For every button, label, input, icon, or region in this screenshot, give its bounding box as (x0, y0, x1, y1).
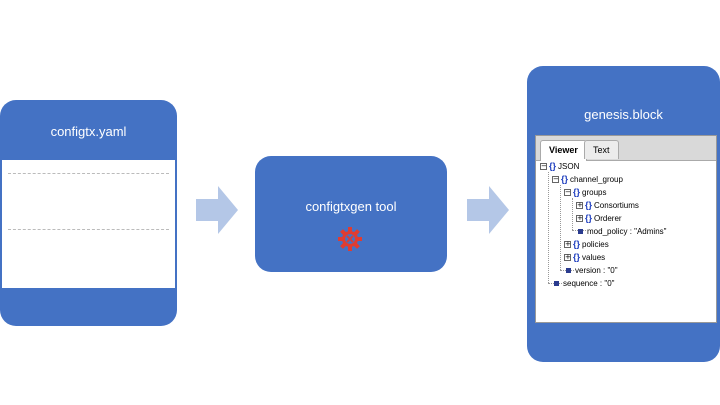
configtx-yaml-card: configtx.yaml (0, 100, 177, 326)
expand-icon[interactable]: + (576, 214, 583, 223)
tree-node-version[interactable]: version : "0" (566, 264, 618, 277)
tree-node-values[interactable]: +{}values (564, 252, 606, 262)
tree-node-channel-group[interactable]: −{}channel_group (552, 174, 623, 184)
object-icon: {} (585, 213, 593, 223)
expand-icon[interactable]: + (576, 201, 583, 210)
value-icon (578, 229, 583, 235)
object-icon: {} (561, 174, 569, 184)
configtxgen-tool-card: configtxgen tool (255, 156, 447, 272)
flow-arrow-1 (196, 186, 238, 234)
object-icon: {} (573, 187, 581, 197)
collapse-icon[interactable]: − (552, 175, 559, 184)
object-icon: {} (585, 200, 593, 210)
tree-node-sequence[interactable]: sequence : "0" (554, 277, 615, 290)
tab-text[interactable]: Text (584, 140, 619, 159)
object-icon: {} (573, 252, 581, 262)
configtx-yaml-title: configtx.yaml (50, 124, 127, 139)
expand-icon[interactable]: + (564, 253, 571, 262)
expand-icon[interactable]: + (564, 240, 571, 249)
tree-node-mod-policy[interactable]: mod_policy : "Admins" (578, 225, 667, 238)
value-icon (554, 281, 559, 287)
tree-node-policies[interactable]: +{}policies (564, 239, 609, 249)
tree-node-consortiums[interactable]: +{}Consortiums (576, 200, 639, 210)
tree-node-orderer[interactable]: +{}Orderer (576, 213, 622, 223)
flow-arrow-2 (467, 186, 509, 234)
value-icon (566, 268, 571, 274)
genesis-block-card: genesis.block Viewer Text −{}JSON −{}cha… (527, 66, 720, 362)
json-tree: −{}JSON −{}channel_group −{}groups +{}Co… (536, 160, 716, 322)
object-icon: {} (573, 239, 581, 249)
gear-icon (338, 227, 362, 251)
tree-node-groups[interactable]: −{}groups (564, 187, 607, 197)
json-viewer: Viewer Text −{}JSON −{}channel_group −{}… (535, 135, 717, 323)
collapse-icon[interactable]: − (540, 162, 547, 171)
viewer-tab-bar: Viewer Text (536, 136, 716, 161)
tab-viewer[interactable]: Viewer (540, 140, 587, 161)
genesis-block-title: genesis.block (584, 107, 663, 122)
object-icon: {} (549, 161, 557, 171)
configtxgen-tool-title: configtxgen tool (305, 199, 397, 214)
tree-node-json[interactable]: −{}JSON (540, 161, 580, 171)
yaml-file-preview (2, 160, 175, 288)
collapse-icon[interactable]: − (564, 188, 571, 197)
